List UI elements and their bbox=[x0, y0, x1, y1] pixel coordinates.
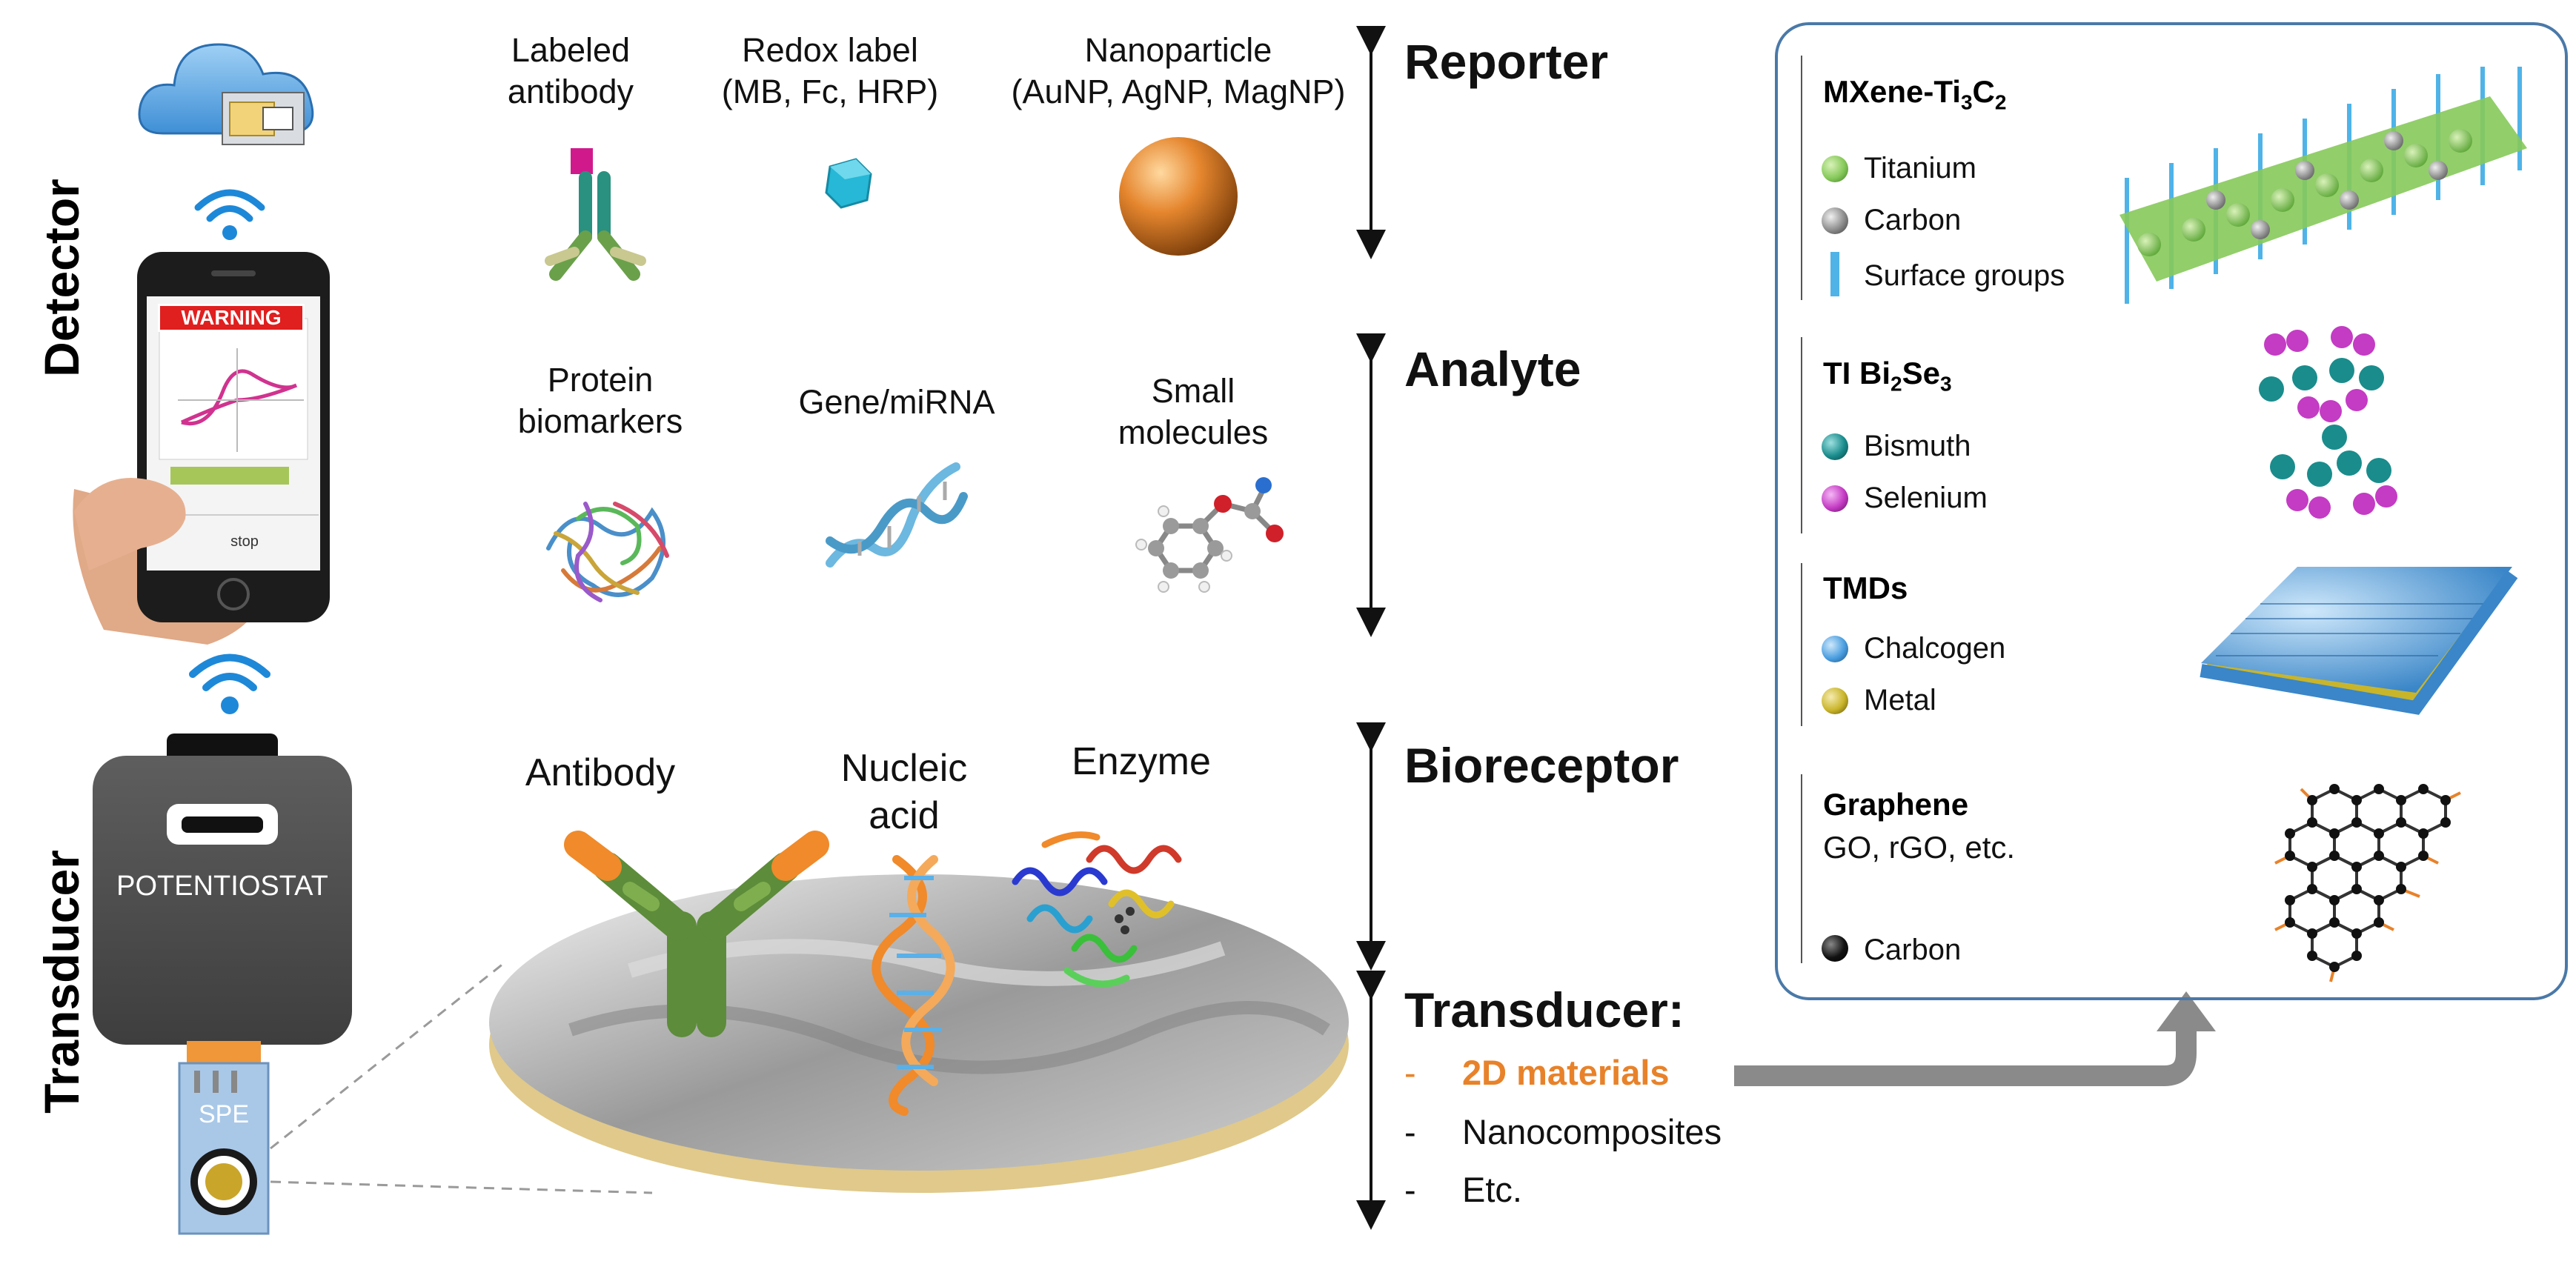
section-arrows bbox=[1356, 26, 1386, 1230]
reporter-label-3: Nanoparticle(AuNP, AgNP, MagNP) bbox=[1011, 31, 1346, 110]
surface-groups-legend-label: Surface groups bbox=[1864, 259, 2065, 292]
labeled-antibody-icon bbox=[545, 148, 646, 281]
potentiostat-device bbox=[93, 734, 352, 1045]
reporter-heading: Reporter bbox=[1404, 34, 1609, 89]
metal-legend-label: Metal bbox=[1864, 684, 1936, 716]
tmd-structure-icon bbox=[2200, 567, 2518, 715]
potentiostat-label: POTENTIOSTAT bbox=[116, 871, 328, 902]
bi2se3-structure-icon bbox=[2259, 326, 2397, 519]
bioreceptor-heading: Bioreceptor bbox=[1404, 738, 1679, 793]
warning-banner: WARNING bbox=[158, 304, 305, 332]
bioreceptor-label-1: Antibody bbox=[525, 751, 676, 794]
mxene-title: MXene-Ti3C2 bbox=[1823, 74, 2007, 114]
transducer-item-etc: -Etc. bbox=[1404, 1170, 1522, 1209]
cloud-storage-icon bbox=[138, 43, 314, 145]
nanoparticle-icon bbox=[1119, 137, 1238, 256]
graphene-title: Graphene bbox=[1823, 787, 1969, 822]
selenium-legend-icon bbox=[1822, 485, 1848, 512]
graphene-carbon-legend-icon bbox=[1822, 935, 1848, 962]
chalcogen-legend-icon bbox=[1822, 636, 1848, 662]
selenium-legend-label: Selenium bbox=[1864, 482, 1988, 514]
tmds-title: TMDs bbox=[1823, 571, 1908, 605]
bioreceptor-label-3: Enzyme bbox=[1072, 740, 1211, 783]
small-molecule-icon bbox=[1135, 477, 1284, 593]
metal-legend-icon bbox=[1822, 688, 1848, 714]
bismuth-legend-label: Bismuth bbox=[1864, 430, 1971, 462]
transducer-item-2d-materials: -2D materials bbox=[1404, 1053, 1670, 1092]
panel-divider-1 bbox=[1801, 56, 1802, 300]
analyte-heading: Analyte bbox=[1404, 342, 1581, 396]
antibody-bioreceptor-icon bbox=[564, 831, 829, 1037]
mxene-structure-icon bbox=[2119, 67, 2527, 304]
transducer-item-nanocomposites: -Nanocomposites bbox=[1404, 1112, 1722, 1151]
graphene-subtitle: GO, rGO, etc. bbox=[1823, 830, 2016, 865]
redox-label-icon bbox=[825, 158, 872, 209]
analyte-label-2: Gene/miRNA bbox=[798, 383, 995, 421]
ti-bi2se3-title: TI Bi2Se3 bbox=[1823, 356, 1952, 396]
wifi-icon-bottom bbox=[189, 653, 270, 714]
carbon-legend-icon bbox=[1822, 207, 1848, 234]
titanium-legend-icon bbox=[1822, 156, 1848, 182]
reporter-label-2: Redox label(MB, Fc, HRP) bbox=[721, 31, 939, 110]
materials-panel bbox=[1775, 22, 2568, 1000]
panel-divider-2 bbox=[1801, 337, 1802, 533]
graphene-structure-icon bbox=[2274, 784, 2461, 982]
enzyme-icon bbox=[1012, 831, 1182, 988]
transducer-heading: Transducer: bbox=[1404, 982, 1684, 1037]
chalcogen-legend-label: Chalcogen bbox=[1864, 632, 2006, 665]
carbon-legend-label: Carbon bbox=[1864, 204, 1962, 236]
nucleic-acid-icon bbox=[872, 855, 955, 1116]
graphene-carbon-legend-label: Carbon bbox=[1864, 934, 1962, 966]
bismuth-legend-icon bbox=[1822, 433, 1848, 460]
gene-mirna-icon bbox=[826, 462, 968, 568]
materials-connector-arrow bbox=[1734, 991, 2216, 1086]
wifi-icon-top bbox=[194, 189, 265, 240]
spe-electrode bbox=[178, 1041, 270, 1235]
stop-button[interactable]: stop bbox=[230, 533, 259, 550]
panel-divider-4 bbox=[1801, 774, 1802, 963]
spe-label: SPE bbox=[198, 1100, 250, 1128]
titanium-legend-label: Titanium bbox=[1864, 152, 1976, 184]
surface-groups-legend-icon bbox=[1830, 252, 1839, 296]
panel-divider-3 bbox=[1801, 563, 1802, 726]
protein-biomarker-icon bbox=[546, 502, 669, 602]
smartphone-illustration bbox=[73, 252, 330, 645]
